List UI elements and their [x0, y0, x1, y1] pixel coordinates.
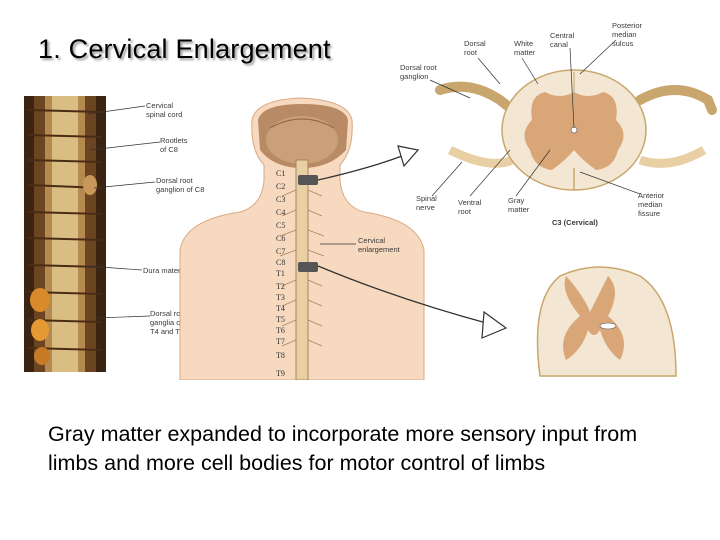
segment-label: T9	[276, 369, 285, 378]
label-dura-mater: Dura mater	[143, 266, 181, 275]
label-cervical-spinal-cord-1: Cervical	[146, 101, 173, 110]
slide-title: 1. Cervical Enlargement	[38, 34, 331, 64]
segment-labels: C1 C2 C3 C4 C5 C6 C7 C8 T1 T2 T3 T4 T5 T…	[276, 169, 285, 378]
label-spinal-nerve-2: nerve	[416, 203, 435, 212]
label-dorsal-root-ganglion-c8-1: Dorsal root	[156, 176, 194, 185]
label-dorsal-root-ganglion-2: ganglion	[400, 72, 428, 81]
segment-label: T6	[276, 326, 285, 335]
segment-label: C3	[276, 195, 285, 204]
segment-label: T8	[276, 351, 285, 360]
label-ventral-root-1: Ventral	[458, 198, 482, 207]
body-illustration	[179, 97, 508, 380]
label-c3-cervical: C3 (Cervical)	[552, 218, 598, 227]
label-dorsal-root-1: Dorsal	[464, 39, 486, 48]
label-dorsal-root-ganglion-c8-2: ganglion of C8	[156, 185, 204, 194]
segment-label: C4	[276, 208, 285, 217]
label-posterior-median-sulcus-1: Posterior	[612, 21, 643, 30]
segment-label: T4	[276, 304, 285, 313]
label-anterior-median-fissure-2: median	[638, 200, 663, 209]
label-dorsal-root-ganglia-2: ganglia of	[150, 318, 183, 327]
segment-label: T1	[276, 269, 285, 278]
label-white-matter-1: White	[514, 39, 533, 48]
label-anterior-median-fissure-3: fissure	[638, 209, 660, 218]
cervical-cross-section	[435, 69, 717, 191]
label-anterior-median-fissure-1: Anterior	[638, 191, 665, 200]
label-dorsal-root-ganglia-1: Dorsal root	[150, 309, 188, 318]
slide-caption: Gray matter expanded to incorporate more…	[48, 422, 638, 475]
enlargement-cross-section	[536, 266, 677, 377]
label-gray-matter-1: Gray	[508, 196, 525, 205]
label-posterior-median-sulcus-3: sulcus	[612, 39, 634, 48]
segment-label: T5	[276, 315, 285, 324]
label-central-canal-2: canal	[550, 40, 568, 49]
label-rootlets-1: Rootlets	[160, 136, 188, 145]
label-spinal-nerve-1: Spinal	[416, 194, 437, 203]
segment-label: C8	[276, 258, 285, 267]
segment-label: T2	[276, 282, 285, 291]
label-white-matter-2: matter	[514, 48, 536, 57]
segment-label: C6	[276, 234, 285, 243]
label-ventral-root-2: root	[458, 207, 472, 216]
segment-label: C2	[276, 182, 285, 191]
segment-label: C7	[276, 247, 285, 256]
dissection-photo	[24, 96, 106, 372]
label-dorsal-root-ganglia-3: T4 and T5	[150, 327, 184, 336]
label-central-canal-1: Central	[550, 31, 575, 40]
segment-label: T3	[276, 293, 285, 302]
label-posterior-median-sulcus-2: median	[612, 30, 637, 39]
segment-label: C5	[276, 221, 285, 230]
label-dorsal-root-2: root	[464, 48, 478, 57]
segment-label: C1	[276, 169, 285, 178]
label-rootlets-2: of C8	[160, 145, 178, 154]
label-cervical-spinal-cord-2: spinal cord	[146, 110, 182, 119]
label-dorsal-root-ganglion-1: Dorsal root	[400, 63, 438, 72]
label-gray-matter-2: matter	[508, 205, 530, 214]
segment-label: T7	[276, 337, 285, 346]
